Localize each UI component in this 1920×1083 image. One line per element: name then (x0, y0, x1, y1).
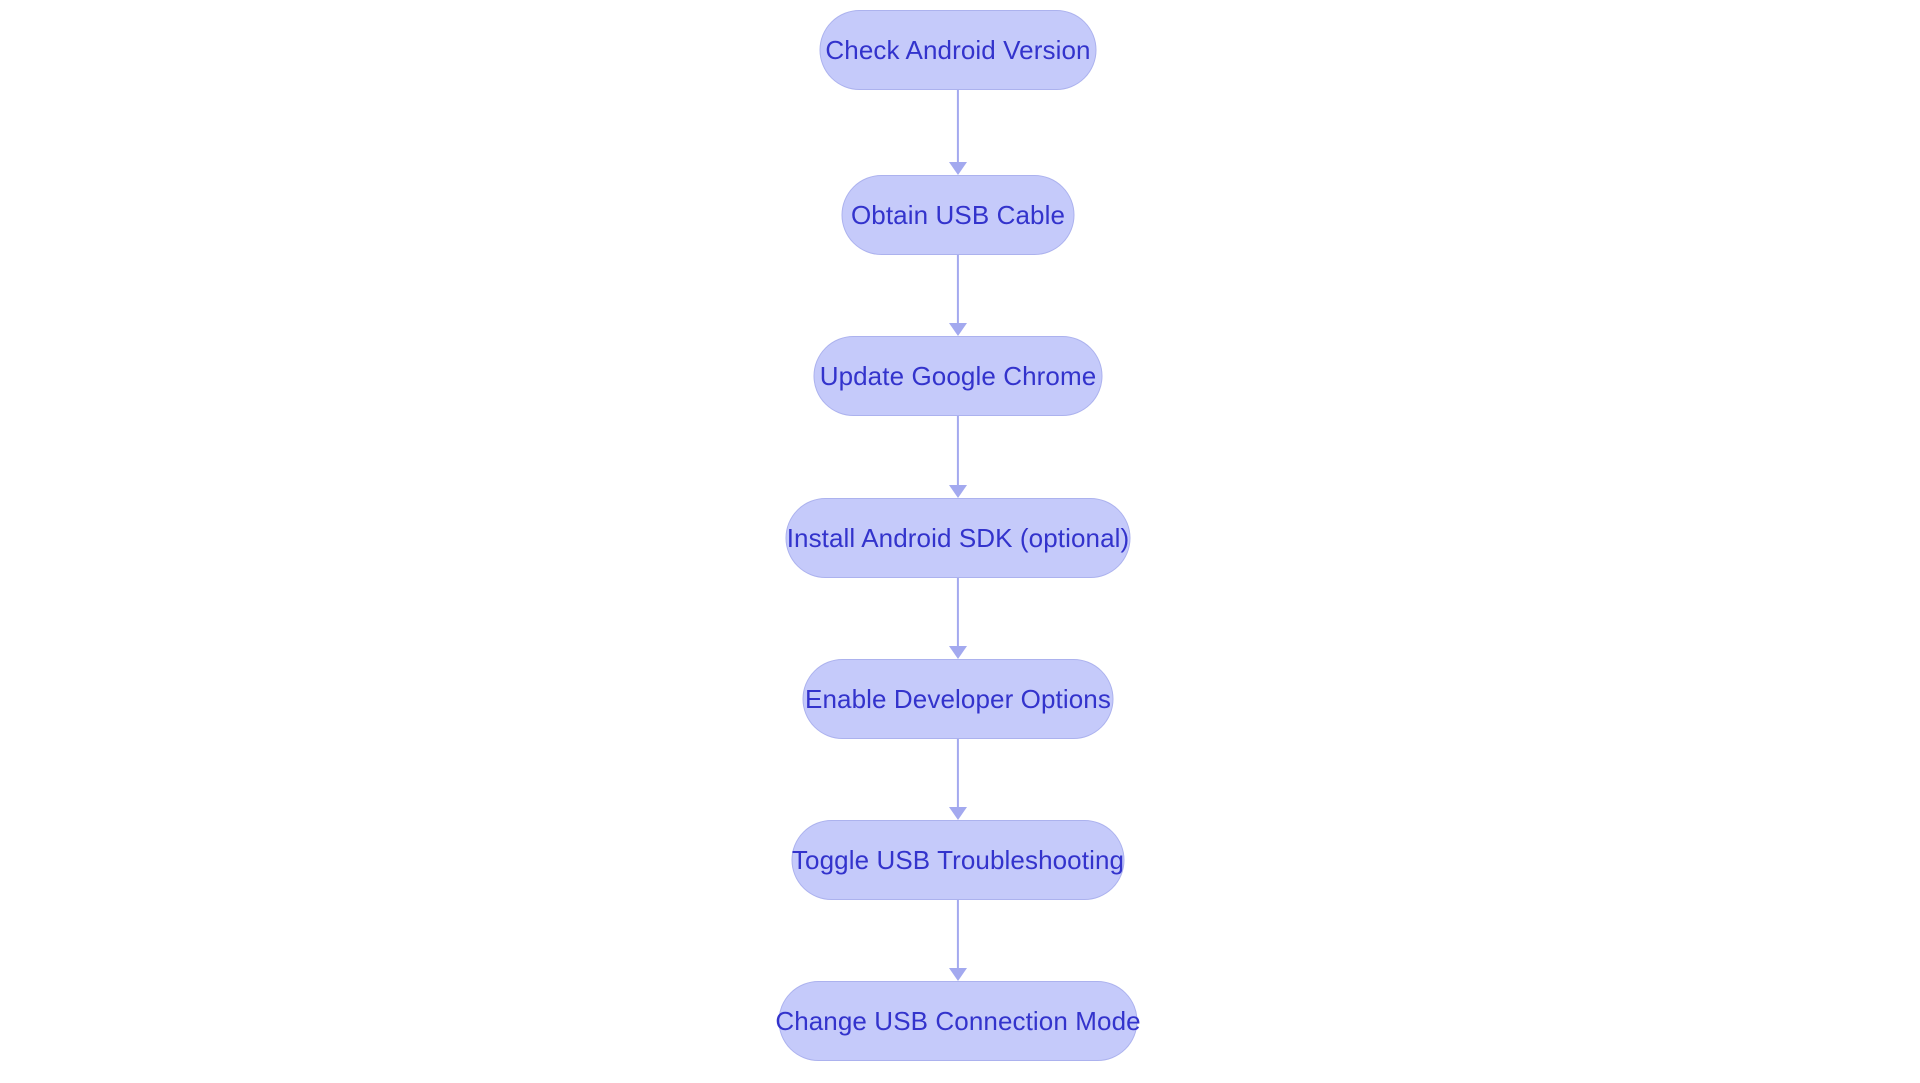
node-label: Enable Developer Options (805, 684, 1111, 714)
edge-line (956, 578, 960, 648)
arrow-head-icon (949, 807, 967, 820)
node-obtain-usb-cable[interactable]: Obtain USB Cable (841, 175, 1075, 255)
edge-line (956, 739, 960, 809)
node-label: Check Android Version (825, 35, 1091, 65)
edge-line (956, 255, 960, 325)
node-toggle-usb-troubleshooting[interactable]: Toggle USB Troubleshooting (791, 820, 1125, 900)
node-label: Change USB Connection Mode (775, 1006, 1141, 1036)
node-check-android-version[interactable]: Check Android Version (819, 10, 1097, 90)
edge-obtain-usb-cable-to-update-google-chrome (946, 255, 970, 336)
arrow-head-icon (949, 323, 967, 336)
edge-enable-developer-options-to-toggle-usb-troubleshooting (946, 739, 970, 820)
node-label: Toggle USB Troubleshooting (791, 845, 1125, 875)
arrow-head-icon (949, 485, 967, 498)
edge-line (956, 416, 960, 487)
arrow-head-icon (949, 968, 967, 981)
node-label: Obtain USB Cable (850, 200, 1066, 230)
edge-update-google-chrome-to-install-android-sdk (946, 416, 970, 498)
edge-check-android-version-to-obtain-usb-cable (946, 90, 970, 175)
node-update-google-chrome[interactable]: Update Google Chrome (813, 336, 1103, 416)
edge-install-android-sdk-to-enable-developer-options (946, 578, 970, 659)
edge-toggle-usb-troubleshooting-to-change-usb-connection-mode (946, 900, 970, 981)
node-change-usb-connection-mode[interactable]: Change USB Connection Mode (775, 981, 1141, 1061)
arrow-head-icon (949, 162, 967, 175)
edge-line (956, 900, 960, 970)
node-label: Install Android SDK (optional) (786, 523, 1130, 553)
arrow-head-icon (949, 646, 967, 659)
node-enable-developer-options[interactable]: Enable Developer Options (802, 659, 1114, 739)
node-label: Update Google Chrome (819, 361, 1097, 391)
edge-line (956, 90, 960, 164)
node-install-android-sdk[interactable]: Install Android SDK (optional) (785, 498, 1131, 578)
